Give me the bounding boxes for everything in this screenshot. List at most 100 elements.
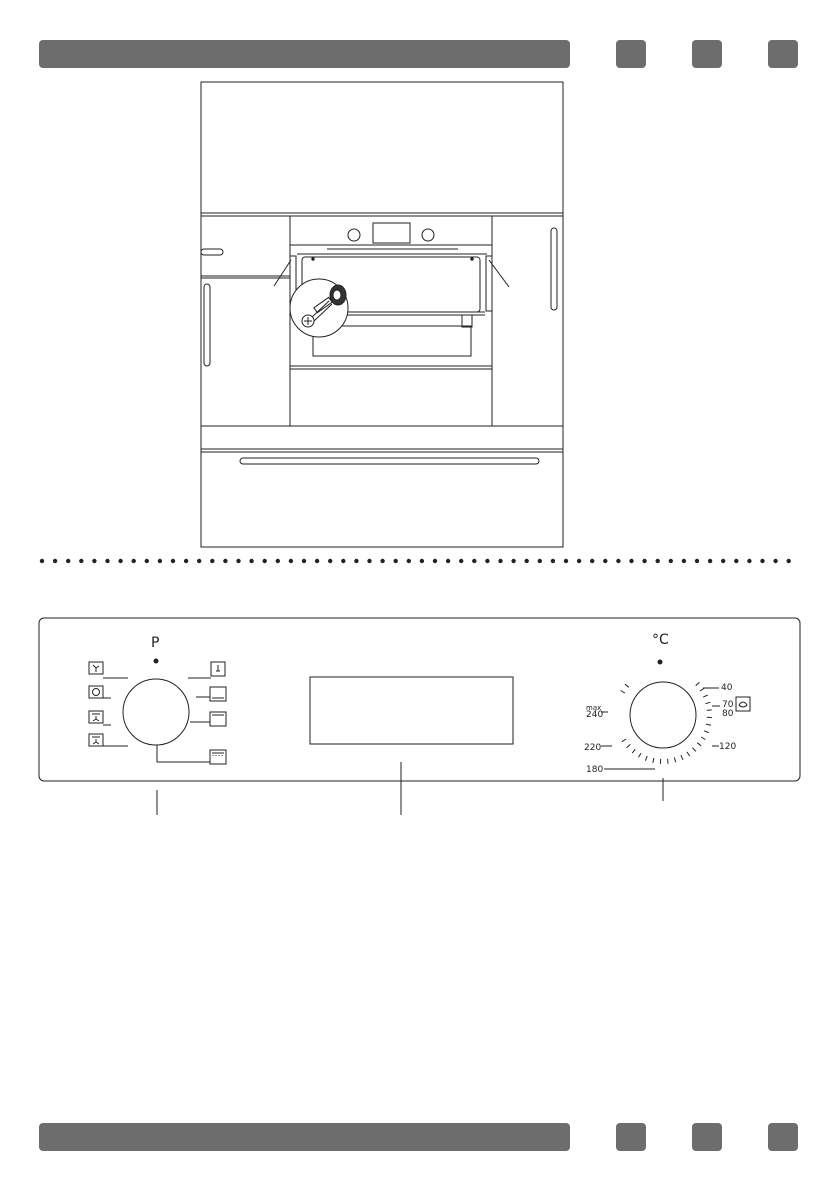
fan-icon <box>89 662 103 674</box>
separator-dot <box>315 559 319 563</box>
right-door-handle <box>551 228 557 310</box>
separator-dot <box>171 559 175 563</box>
separator-dot <box>420 559 424 563</box>
separator-dot <box>53 559 57 563</box>
scale-tick <box>696 682 700 685</box>
temperature-knob <box>630 682 696 748</box>
oven-display <box>373 223 410 243</box>
scale-tick <box>700 688 704 691</box>
separator-dot <box>787 559 791 563</box>
separator-dot <box>66 559 70 563</box>
scale-tick <box>674 758 675 763</box>
oven-latch <box>462 315 472 327</box>
oven-knob-right <box>422 229 434 241</box>
separator-dot <box>642 559 646 563</box>
separator-dot <box>328 559 332 563</box>
cabinet-installation-diagram <box>201 82 563 547</box>
temp-label-120: 120 <box>719 742 736 752</box>
grill-icon <box>210 750 226 764</box>
scale-tick <box>706 702 711 703</box>
separator-dot <box>511 559 515 563</box>
separator-dot <box>249 559 253 563</box>
dotted-separator <box>40 559 791 563</box>
separator-dot <box>603 559 607 563</box>
scale-tick <box>621 691 625 694</box>
temperature-scale-ticks <box>621 682 712 764</box>
temp-label-80: 80 <box>722 709 734 719</box>
separator-dot <box>145 559 149 563</box>
fan-grill-icon <box>89 711 103 723</box>
scale-tick <box>622 739 626 742</box>
separator-dot <box>773 559 777 563</box>
light-icon <box>211 662 225 676</box>
separator-dot <box>433 559 437 563</box>
scale-tick <box>668 759 669 764</box>
separator-dot <box>263 559 267 563</box>
separator-dot <box>407 559 411 563</box>
temp-label-40: 40 <box>721 683 733 693</box>
temp-label-70: 70 <box>722 700 734 710</box>
separator-dot <box>682 559 686 563</box>
scale-tick <box>639 753 642 757</box>
display-window <box>310 677 513 744</box>
separator-dot <box>223 559 227 563</box>
scale-tick <box>706 724 711 725</box>
program-indicator-dot <box>154 659 159 664</box>
separator-dot <box>459 559 463 563</box>
separator-dot <box>158 559 162 563</box>
separator-dot <box>276 559 280 563</box>
scale-tick <box>692 748 695 752</box>
scale-tick <box>627 744 631 747</box>
scale-tick <box>701 737 705 740</box>
separator-dot <box>695 559 699 563</box>
program-knob-label: P <box>151 635 159 651</box>
separator-dot <box>118 559 122 563</box>
oven-knob-left <box>348 229 360 241</box>
temp-label-240: 240 <box>586 710 603 720</box>
top-heat-icon <box>210 712 226 726</box>
scale-tick <box>625 684 629 687</box>
separator-dot <box>354 559 358 563</box>
separator-dot <box>577 559 581 563</box>
separator-dot <box>485 559 489 563</box>
separator-dot <box>40 559 44 563</box>
left-screw-pointer <box>274 260 291 286</box>
fan-top-heat-icon <box>89 734 103 746</box>
scale-tick <box>697 743 701 746</box>
bottom-heat-icon <box>210 687 226 701</box>
scale-tick <box>703 695 708 697</box>
separator-dot <box>197 559 201 563</box>
separator-dot <box>629 559 633 563</box>
left-small-handle <box>201 249 223 255</box>
separator-dot <box>289 559 293 563</box>
scale-tick <box>707 710 712 711</box>
defrost-icon <box>89 686 103 698</box>
separator-dot <box>708 559 712 563</box>
left-door-handle <box>204 284 210 366</box>
separator-dot <box>721 559 725 563</box>
separator-dot <box>132 559 136 563</box>
temperature-indicator-dot <box>658 660 663 665</box>
separator-dot <box>472 559 476 563</box>
screw-detail-callout <box>290 279 348 337</box>
separator-dot <box>236 559 240 563</box>
temperature-knob-label: °C <box>652 632 669 648</box>
separator-dot <box>210 559 214 563</box>
separator-dot <box>760 559 764 563</box>
temp-label-220: 220 <box>584 743 601 753</box>
separator-dot <box>302 559 306 563</box>
program-knob <box>123 679 189 745</box>
separator-dot <box>184 559 188 563</box>
scale-tick <box>681 755 683 760</box>
scale-tick <box>704 731 709 733</box>
separator-dot <box>538 559 542 563</box>
separator-dot <box>367 559 371 563</box>
drawer-handle <box>240 458 539 464</box>
separator-dot <box>564 559 568 563</box>
separator-dot <box>79 559 83 563</box>
separator-dot <box>394 559 398 563</box>
clean-icon <box>736 697 750 711</box>
scale-tick <box>632 749 635 753</box>
separator-dot <box>498 559 502 563</box>
